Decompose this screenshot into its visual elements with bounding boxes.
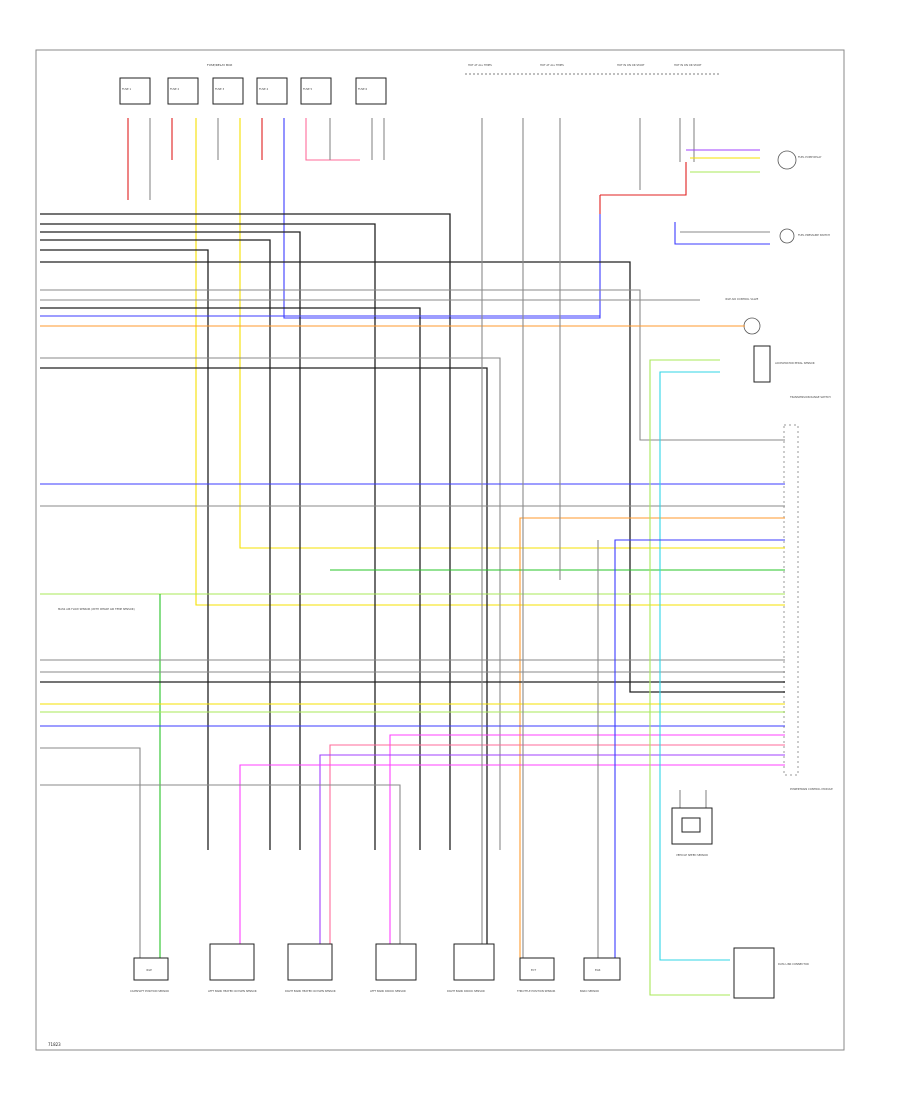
diagram-frame [35,49,845,1051]
top-right-components: FUEL PUMP RELAY FUEL PRESSURE SWITCH IDL… [725,150,831,399]
sensor-label-lh-ho2s: LEFT BANK HEATED OXYGEN SENSOR [208,989,257,993]
fuse-box-5 [300,77,332,105]
fuse-block-title: FUSE/RELAY BOX [207,63,232,67]
sensor-label-baro: BARO SENSOR [580,989,599,993]
wire-black-17 [40,261,785,693]
wire-magenta-40 [239,764,785,960]
feed-label-2: HOT AT ALL TIMES [540,63,564,67]
maf-sensor-note: MASS AIR FLOW SENSOR (WITH INTAKE AIR TE… [58,607,135,611]
rh-knock-box [453,943,495,981]
wire-layer [40,118,785,996]
wire-black-16 [40,249,209,850]
wire-magenta-37 [389,734,785,960]
iac-valve-symbol [743,317,761,335]
accelerator-sensor-box [753,345,771,383]
wire-blue-58 [674,222,770,245]
cmp-sensor-box [133,957,169,981]
vss-label: VEHICLE SPEED SENSOR [676,853,708,857]
sensor-label-cmp: CAMSHAFT POSITION SENSOR [130,989,169,993]
fuse-box-3 [212,77,244,105]
wire-violet-39 [319,754,785,960]
lh-ho2s-box [209,943,255,981]
fuse-box-2 [167,77,199,105]
dlc-component: DATA LINK CONNECTOR [733,947,809,999]
wire-orange-27 [519,517,785,960]
wire-red-54 [600,162,687,196]
pcm-label: POWERTRAIN CONTROL MODULE [790,787,833,791]
wire-black-15 [40,239,271,850]
feed-label-4: HOT IN ON OR START [674,63,702,67]
fuse-label-1: FUSE 1 [122,87,132,91]
top-power-feeds: HOT AT ALL TIMES HOT AT ALL TIMES HOT IN… [465,63,720,75]
sensor-label-tps: THROTTLE POSITION SENSOR [517,989,555,993]
wire-gray-42 [40,784,401,960]
rh-ho2s-box [287,943,333,981]
wire-pink-38 [329,744,785,960]
feed-label-3: HOT IN ON OR START [617,63,645,67]
component-fuel-pressure-switch: FUEL PRESSURE SWITCH [798,233,830,237]
component-accelerator-sensor: ACCELERATOR PEDAL SENSOR [775,361,815,365]
fuse-block: FUSE/RELAY BOX FUSE 1 FUSE 2 FUSE 3 FUSE… [119,63,387,105]
sensor-label-rh-knock: RIGHT BANK KNOCK SENSOR [447,989,485,993]
fuse-box-6 [355,77,387,105]
reference-code: 71823 [48,1042,61,1047]
fuse-label-5: FUSE 5 [303,87,313,91]
component-fuel-pump-relay: FUEL PUMP RELAY [798,155,822,159]
pcm-connector-outline [783,424,799,776]
wire-blue-7 [283,118,601,319]
fuel-pressure-switch-symbol [779,228,795,244]
wire-cyan-43 [659,371,730,961]
tps-box [519,957,555,981]
baro-box [583,957,621,981]
sensor-label-lh-knock: LEFT BANK KNOCK SENSOR [370,989,406,993]
baro-code: EGR [595,968,601,972]
pcm-connector: POWERTRAIN CONTROL MODULE [783,424,833,791]
fuse-label-6: FUSE 6 [358,87,368,91]
fuse-label-3: FUSE 3 [215,87,225,91]
vss-inner [681,817,701,833]
dlc-label: DATA LINK CONNECTOR [778,962,809,966]
wire-yellow-3 [195,118,785,606]
wire-black-14 [40,231,301,850]
fuse-label-2: FUSE 2 [170,87,180,91]
wire-gray-41 [40,747,141,960]
wire-black-20 [40,307,421,850]
vss-component: VEHICLE SPEED SENSOR [671,807,713,857]
wire-lightgreen-44 [649,359,730,996]
wire-gray-18 [40,289,785,441]
sensor-label-rh-ho2s: RIGHT BANK HEATED OXYGEN SENSOR [285,989,336,993]
feed-label-1: HOT AT ALL TIMES [468,63,492,67]
wire-gray-23 [40,357,501,850]
wire-black-13 [40,223,376,850]
dlc-box [733,947,775,999]
wire-blue-50 [614,539,785,960]
wire-pink-8 [305,118,360,161]
wire-black-24 [40,367,488,960]
fuse-label-4: FUSE 4 [259,87,269,91]
lh-knock-box [375,943,417,981]
cmp-sensor-code: IDLE [146,968,152,972]
component-trs: TRANSMISSION RANGE SWITCH [790,395,831,399]
fuel-pump-relay-symbol [777,150,797,170]
wire-black-12 [40,213,451,850]
tps-code: ECT [531,968,536,972]
maf-sensor-label: MASS AIR FLOW SENSOR (WITH INTAKE AIR TE… [58,607,135,611]
bottom-sensors: IDLE CAMSHAFT POSITION SENSOR LEFT BANK … [130,943,621,993]
component-iac-valve: IDLE AIR CONTROL VALVE [725,297,759,301]
fuse-box-1 [119,77,151,105]
fuse-box-4 [256,77,288,105]
wire-yellow-5 [239,118,785,549]
